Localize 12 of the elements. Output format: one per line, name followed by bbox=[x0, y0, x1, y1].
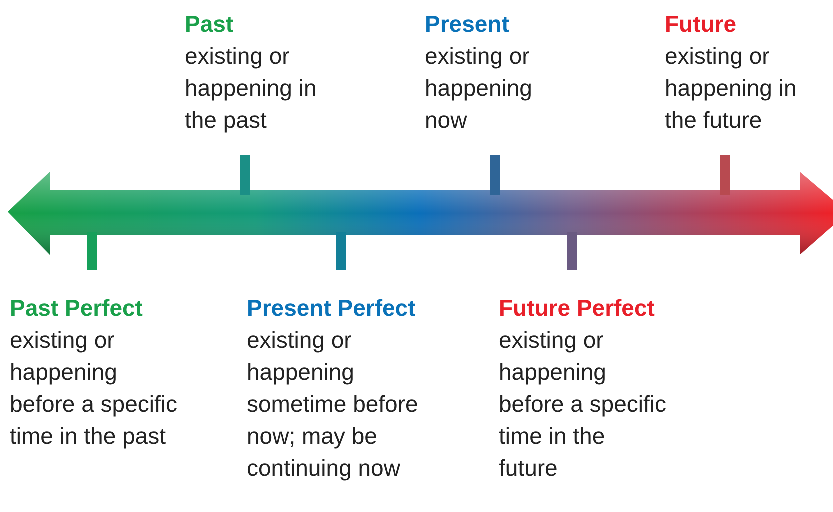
tense-description: existing or happening now bbox=[425, 42, 534, 135]
tense-heading: Present bbox=[425, 10, 510, 39]
tense-description: existing or happening before a specific time in the past bbox=[10, 326, 178, 451]
tense-heading: Future bbox=[665, 10, 738, 39]
tense-heading: Past bbox=[185, 10, 235, 39]
tense-heading: Past Perfect bbox=[10, 294, 144, 323]
tense-description: existing or happening before a specific time in the future bbox=[499, 326, 667, 483]
tense-description: existing or happening in the past bbox=[185, 42, 318, 135]
tense-heading: Present Perfect bbox=[247, 294, 417, 323]
tense-description: existing or happening sometime before now; may be continuing now bbox=[247, 326, 420, 483]
tense-heading: Future Perfect bbox=[499, 294, 656, 323]
tense-description: existing or happening in the future bbox=[665, 42, 798, 135]
